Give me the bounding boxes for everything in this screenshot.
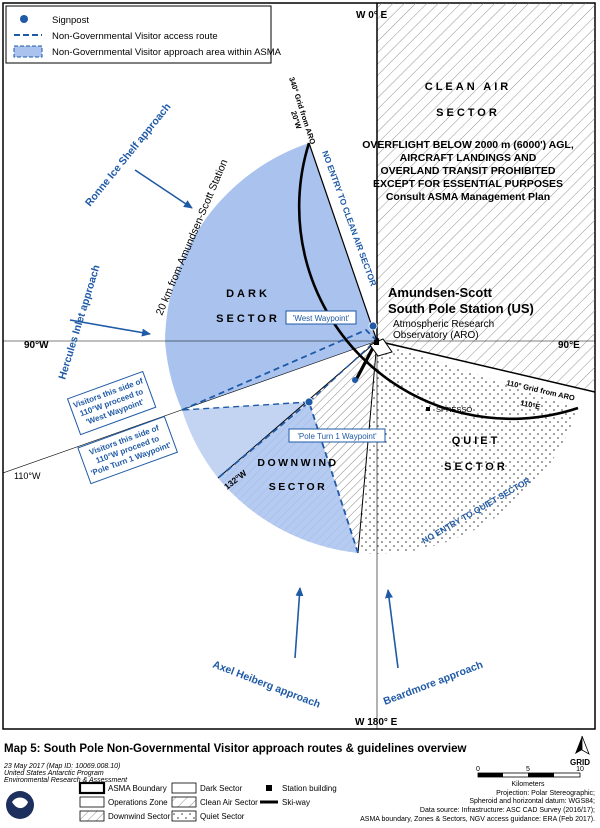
- arrow-hercules: [69, 319, 151, 337]
- spheroid-line: Spheroid and horizontal datum: WGS84;: [469, 798, 595, 805]
- usap-logo: [6, 791, 34, 819]
- source-line-2: ASMA boundary, Zones & Sectors, NGV acce…: [360, 816, 595, 823]
- overflight-line-4: EXCEPT FOR ESSENTIAL PURPOSES: [373, 178, 563, 190]
- overflight-line-2: AIRCRAFT LANDINGS AND: [400, 152, 537, 164]
- legend-area-icon: [13, 45, 43, 58]
- dark-sector-title-2: SECTOR: [216, 313, 280, 325]
- visitor-approach-area-south: [218, 402, 358, 553]
- route-west: [181, 328, 378, 411]
- route-pole-turn: [217, 400, 359, 554]
- clean-air-sector-area: [377, 3, 595, 392]
- quiet-sector-title-1: QUIET: [452, 435, 501, 447]
- map-title: Map 5: South Pole Non-Governmental Visit…: [4, 743, 466, 755]
- route-link: [181, 401, 310, 411]
- downwind-title-1: DOWNWIND: [257, 457, 338, 469]
- visitor-approach-area-mid: [182, 402, 309, 478]
- key-ops: Operations Zone: [79, 796, 168, 808]
- key-ops-label: Operations Zone: [108, 798, 168, 807]
- graticule-110w: [3, 340, 378, 474]
- spresso-label: SPRESSO: [436, 405, 472, 414]
- boundary-180: [357, 340, 378, 554]
- west-waypoint-box: [285, 310, 357, 325]
- key-building-label: Station building: [282, 784, 337, 793]
- key-building: Station building: [266, 784, 337, 793]
- compass-left: 90°W: [24, 340, 49, 351]
- map-date: 23 May 2017 (Map ID: 10069.008.10): [3, 763, 120, 770]
- key-dark: Dark Sector: [171, 782, 243, 794]
- clean-air-title-2: SECTOR: [436, 107, 500, 119]
- overflight-warning: OVERFLIGHT BELOW 2000 m (6000') AGL, AIR…: [362, 139, 574, 203]
- key-dark-label: Dark Sector: [200, 784, 243, 793]
- downwind-title-2: SECTOR: [269, 481, 328, 493]
- station-building-marker: [374, 340, 379, 345]
- west-waypoint-label: 'West Waypoint': [293, 314, 350, 323]
- key-downwind: Downwind Sector: [79, 810, 171, 822]
- overflight-line-1: OVERFLIGHT BELOW 2000 m (6000') AGL,: [362, 139, 574, 151]
- grid-north-arrow: GRID: [570, 735, 590, 767]
- grid-label: GRID: [570, 758, 590, 767]
- legend-signpost-label: Signpost: [52, 15, 89, 26]
- compass-bottom: W 180° E: [355, 717, 398, 728]
- compass-top: W 0° E: [356, 10, 388, 21]
- route-pole-station: [308, 343, 373, 403]
- arrow-axel: [294, 587, 304, 659]
- projection-line: Projection: Polar Stereographic;: [496, 790, 595, 797]
- deg-110e-label: 110°E: [520, 398, 542, 411]
- aro-name-2: Observatory (ARO): [393, 330, 479, 341]
- spresso-marker: [426, 407, 430, 411]
- quiet-sector-title-2: SECTOR: [444, 461, 508, 473]
- dark-sector-title-1: DARK: [226, 288, 270, 300]
- key-quiet-label: Quiet Sector: [200, 812, 245, 821]
- legend: [5, 5, 272, 64]
- boundary-110e: [376, 340, 595, 393]
- signpost-skiway: [352, 377, 358, 383]
- key-downwind-label: Downwind Sector: [108, 812, 171, 821]
- key-skiway: Ski-way: [260, 798, 310, 807]
- compass-110w: 110°W: [14, 471, 41, 481]
- asma-boundary-arc: [297, 142, 579, 421]
- source-line-1: Data source: Infrastructure: ASC CAD Sur…: [420, 807, 595, 814]
- key-asma-label: ASMA Boundary: [108, 784, 167, 793]
- station-name-1: Amundsen-Scott: [388, 285, 493, 300]
- aro-name-1: Atmospheric Research: [393, 319, 494, 330]
- arrow-beardmore: [385, 589, 399, 669]
- pole-turn-label: 'Pole Turn 1 Waypoint': [297, 432, 377, 441]
- key-clean: Clean Air Sector: [171, 796, 258, 808]
- arrow-ronne: [134, 169, 193, 209]
- visitor-approach-area-north: [165, 143, 377, 341]
- visitor-box-pole-frame: [77, 415, 179, 485]
- compass-right: 90°E: [558, 340, 580, 351]
- pole-turn-box: [288, 428, 386, 443]
- scale-tick-0: 0: [476, 766, 480, 773]
- legend-signpost-icon: [20, 15, 28, 23]
- key-quiet: Quiet Sector: [171, 810, 245, 822]
- scale-km-label: Kilometers: [511, 781, 545, 788]
- key-skiway-label: Ski-way: [282, 798, 310, 807]
- station-name-2: South Pole Station (US): [388, 301, 534, 316]
- signpost-west-waypoint: [368, 321, 378, 331]
- boundary-20w: [308, 142, 378, 342]
- legend-route-label: Non-Governmental Visitor access route: [52, 31, 218, 42]
- scale-tick-5: 5: [526, 766, 530, 773]
- visitor-approach-area-west: [165, 341, 377, 410]
- scale-bar: 0 5 10 Kilometers: [476, 766, 584, 788]
- overflight-line-3: OVERLAND TRANSIT PROHIBITED: [380, 165, 555, 177]
- org-line-1: United States Antarctic Program: [4, 770, 104, 777]
- scale-tick-10: 10: [576, 766, 584, 773]
- org-line-2: Environmental Research & Assessment: [4, 777, 128, 784]
- key-clean-label: Clean Air Sector: [200, 798, 258, 807]
- key-asma: ASMA Boundary: [78, 781, 167, 795]
- clean-air-title-1: CLEAN AIR: [425, 81, 511, 93]
- visitor-box-west-frame: [66, 370, 157, 436]
- legend-area-label: Non-Governmental Visitor approach area w…: [52, 47, 282, 58]
- signpost-pole-turn: [304, 397, 314, 407]
- consult-plan: Consult ASMA Management Plan: [386, 191, 550, 203]
